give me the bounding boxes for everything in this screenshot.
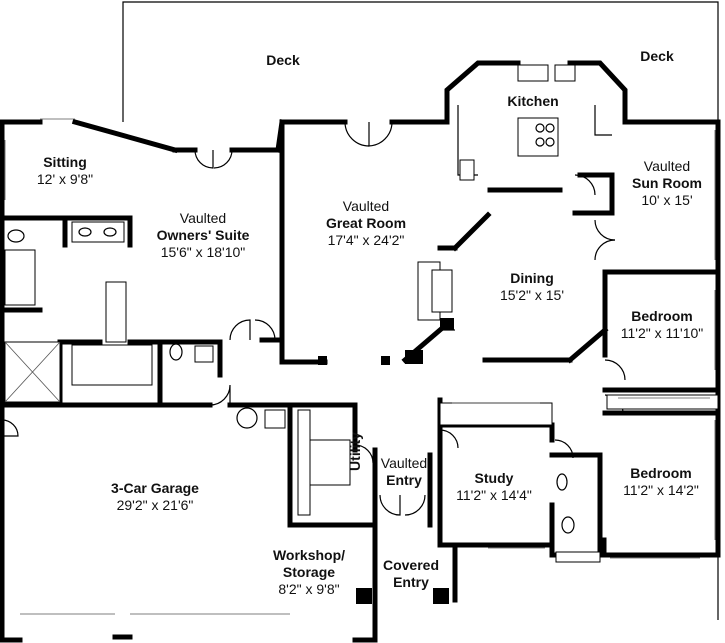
kitchen-fixtures — [457, 64, 612, 181]
study-label: Study 11'2" x 14'4" — [456, 470, 532, 504]
room-dims: 15'2" x 15' — [499, 287, 565, 303]
room-name: Study — [474, 470, 514, 486]
workshop-label: Workshop/ Storage 8'2" x 9'8" — [273, 547, 345, 598]
room-dims: 29'2" x 21'6" — [116, 497, 194, 513]
closet-shelves — [236, 394, 719, 516]
owners-suite-label: Vaulted Owners' Suite 15'6" x 18'10" — [157, 210, 250, 261]
doors — [1, 121, 626, 516]
room-name: Owners' Suite — [156, 227, 250, 243]
dining-label: Dining 15'2" x 15' — [500, 270, 564, 304]
room-dims: 12' x 9'8" — [36, 171, 94, 187]
room-dims: 11'2" x 14'2" — [623, 482, 699, 498]
room-name: Dining — [510, 270, 554, 286]
room-name-line2: Entry — [393, 574, 429, 590]
kitchen-label: Kitchen — [507, 93, 558, 110]
room-name-line2: Storage — [282, 564, 336, 580]
room-name: Deck — [640, 48, 674, 64]
room-name: Kitchen — [507, 93, 559, 109]
room-prefix: Vaulted — [342, 198, 390, 214]
room-name: Sun Room — [632, 175, 702, 191]
great-room-label: Vaulted Great Room 17'4" x 24'2" — [326, 198, 406, 249]
room-name-line1: Covered — [382, 557, 440, 573]
exterior-walls — [0, 60, 721, 643]
room-dims: 15'6" x 18'10" — [160, 244, 246, 260]
room-name: Entry — [386, 472, 422, 488]
bedroom-1-label: Bedroom 11'2" x 11'10" — [621, 308, 704, 342]
sitting-label: Sitting 12' x 9'8" — [37, 154, 93, 188]
room-dims: 8'2" x 9'8" — [278, 581, 340, 597]
posts — [318, 318, 454, 604]
garage-label: 3-Car Garage 29'2" x 21'6" — [111, 480, 199, 514]
room-name: 3-Car Garage — [111, 480, 199, 496]
deck-left-label: Deck — [266, 52, 299, 69]
room-dims: 11'2" x 14'4" — [456, 487, 532, 503]
room-name: Sitting — [43, 154, 87, 170]
entry-label: Vaulted Entry — [381, 455, 427, 489]
room-name: Bedroom — [630, 465, 692, 481]
room-name: Deck — [266, 52, 300, 68]
room-name: Great Room — [325, 215, 407, 231]
room-name: Bedroom — [631, 308, 693, 324]
room-prefix: Vaulted — [643, 158, 691, 174]
bedroom-2-label: Bedroom 11'2" x 14'2" — [623, 465, 699, 499]
covered-entry-label: Covered Entry — [383, 557, 439, 591]
room-prefix: Vaulted — [179, 210, 227, 226]
windows — [4, 118, 716, 615]
room-dims: 11'2" x 11'10" — [620, 325, 704, 341]
room-dims: 10' x 15' — [641, 192, 693, 208]
room-dims: 17'4" x 24'2" — [327, 232, 405, 248]
bath-fixtures — [4, 221, 601, 563]
room-prefix: Vaulted — [380, 455, 428, 471]
fireplace — [417, 261, 455, 331]
sun-room-label: Vaulted Sun Room 10' x 15' — [632, 158, 702, 209]
room-name-line1: Workshop/ — [272, 547, 346, 563]
utility-label: Utility — [347, 432, 364, 471]
room-name: Utility — [346, 432, 363, 471]
deck-right-label: Deck — [640, 48, 673, 65]
